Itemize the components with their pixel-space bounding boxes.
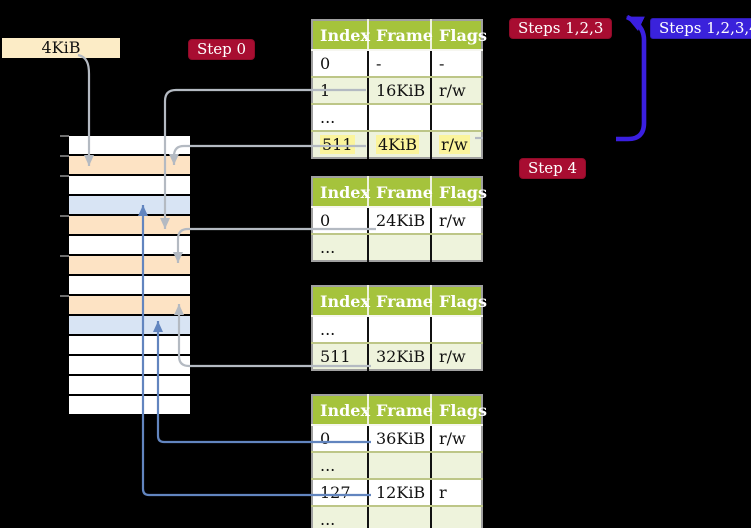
table-cell xyxy=(368,316,432,344)
table-cell: 0 xyxy=(312,207,369,235)
column-header-frame: Frame xyxy=(368,286,433,317)
steps-123-badge: Steps 1,2,3 xyxy=(509,18,613,39)
table-cell: 127 xyxy=(312,479,369,507)
table-cell: r/w xyxy=(431,425,482,453)
table-cell: 511 xyxy=(312,131,369,158)
table-cell xyxy=(368,234,432,261)
arrow-loop-steps-1234 xyxy=(616,14,647,142)
memory-row-12 xyxy=(69,376,190,394)
step-0-badge: Step 0 xyxy=(188,39,256,60)
table-cell xyxy=(368,506,432,528)
table-cell: 511 xyxy=(312,343,369,370)
column-header-flags: Flags xyxy=(431,395,487,426)
column-header-frame: Frame xyxy=(368,395,433,426)
memory-row-11 xyxy=(69,356,190,374)
highlighted-value: 511 xyxy=(320,134,355,154)
table-cell: r/w xyxy=(431,131,482,158)
step-4-badge: Step 4 xyxy=(519,158,587,179)
table-cell: r/w xyxy=(431,343,482,370)
table-cell: 32KiB xyxy=(368,343,432,370)
column-header-flags: Flags xyxy=(431,177,487,208)
memory-row-6 xyxy=(69,256,190,274)
table-cell: ... xyxy=(312,104,369,132)
table-cell xyxy=(431,452,482,480)
table-cell: 16KiB xyxy=(368,77,432,105)
table-cell: r/w xyxy=(431,77,482,105)
address-tick xyxy=(60,135,69,137)
table-cell: ... xyxy=(312,316,369,344)
memory-row-7 xyxy=(69,276,190,294)
table-cell xyxy=(431,104,482,132)
memory-row-9 xyxy=(69,316,190,334)
memory-row-4 xyxy=(69,216,190,234)
table-row-1: ... xyxy=(312,234,482,261)
memory-row-0 xyxy=(69,136,190,154)
table-cell: 1 xyxy=(312,77,369,105)
highlighted-value: r/w xyxy=(439,134,470,154)
address-tick xyxy=(60,255,69,257)
table-cell: ... xyxy=(312,506,369,528)
address-tick xyxy=(60,175,69,177)
table-cell xyxy=(368,104,432,132)
column-header-frame: Frame xyxy=(368,20,433,51)
table-row-3: 511 4KiB r/w xyxy=(312,131,482,158)
table-cell: 0 xyxy=(312,425,369,453)
column-header-index: Index xyxy=(312,286,370,317)
address-tick xyxy=(60,215,69,217)
column-header-index: Index xyxy=(312,177,370,208)
table-cell: 36KiB xyxy=(368,425,432,453)
table-cell xyxy=(431,316,482,344)
table-cell: ... xyxy=(312,234,369,261)
memory-row-2 xyxy=(69,176,190,194)
table-cell xyxy=(431,506,482,528)
memory-row-5 xyxy=(69,236,190,254)
address-tick xyxy=(60,155,69,157)
table-cell: r/w xyxy=(431,207,482,235)
table-row-0: ... xyxy=(312,316,482,344)
table-cell: 12KiB xyxy=(368,479,432,507)
address-tick xyxy=(60,295,69,297)
table-row-1: ... xyxy=(312,452,482,480)
table-row-2: ... xyxy=(312,104,482,132)
memory-row-3 xyxy=(69,196,190,214)
table-cell: - xyxy=(368,50,432,78)
frame-4kib-box: 4KiB xyxy=(2,38,120,58)
physical-memory-column xyxy=(69,136,190,416)
table-cell: 0 xyxy=(312,50,369,78)
table-cell: - xyxy=(431,50,482,78)
table-cell xyxy=(431,234,482,261)
column-header-flags: Flags xyxy=(431,286,487,317)
column-header-flags: Flags xyxy=(431,20,487,51)
column-header-index: Index xyxy=(312,20,370,51)
table-row-3: ... xyxy=(312,506,482,528)
table-cell: 24KiB xyxy=(368,207,432,235)
column-header-frame: Frame xyxy=(368,177,433,208)
column-header-index: Index xyxy=(312,395,370,426)
table-row-0: 0-- xyxy=(312,50,482,78)
table-cell xyxy=(368,452,432,480)
table-cell: 4KiB xyxy=(368,131,432,158)
steps-1234-badge: Steps 1,2,3,4 xyxy=(650,18,751,39)
table-cell: r xyxy=(431,479,482,507)
table-cell: ... xyxy=(312,452,369,480)
memory-row-1 xyxy=(69,156,190,174)
memory-row-8 xyxy=(69,296,190,314)
memory-row-10 xyxy=(69,336,190,354)
memory-row-13 xyxy=(69,396,190,414)
highlighted-value: 4KiB xyxy=(376,134,420,154)
